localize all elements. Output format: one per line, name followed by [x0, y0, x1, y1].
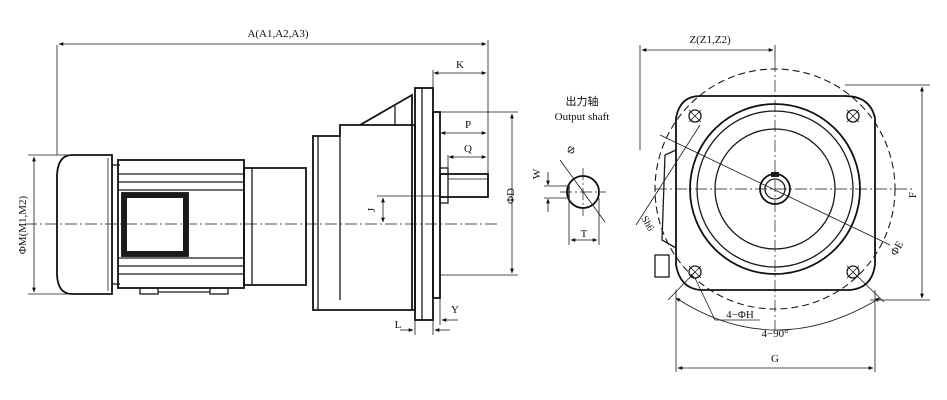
motor-body [117, 159, 245, 295]
dim-L-Y: L Y [395, 298, 459, 335]
label-E: ΦE [889, 239, 907, 258]
fan-cover [56, 154, 120, 295]
label-Z: Z(Z1,Z2) [689, 34, 731, 46]
label-Y: Y [451, 304, 459, 316]
label-shaft-phi: Φ [563, 144, 577, 157]
label-T: T [581, 228, 588, 240]
label-D: ΦD [505, 188, 517, 204]
flange [414, 87, 441, 321]
label-G: G [771, 353, 779, 365]
label-P: P [465, 119, 471, 131]
bolt-holes [688, 109, 860, 279]
dim-Q: Q [447, 143, 487, 168]
front-view: ΦE Sh6 Z(Z1,Z2) F 4−ΦH 4−90° [635, 34, 930, 372]
label-M: ΦM(M1,M2) [17, 195, 29, 254]
dim-Z: Z(Z1,Z2) [639, 34, 776, 150]
gearbox-housing [312, 93, 416, 311]
output-shaft-en: Output shaft [555, 111, 610, 123]
coupling-housing [243, 167, 307, 286]
label-L: L [395, 319, 402, 331]
dim-G: G [675, 290, 876, 372]
dim-F: F [845, 84, 930, 301]
label-H: 4−ΦH [726, 309, 754, 321]
label-F: F [907, 192, 919, 198]
label-J: J [366, 207, 378, 212]
dim-J: J [366, 195, 440, 223]
label-Q: Q [464, 143, 472, 155]
square-flange [675, 95, 876, 291]
bolt-circle [654, 68, 896, 310]
dim-D: ΦD [440, 111, 518, 276]
label-K: K [456, 59, 464, 71]
output-shaft-cn: 出力轴 [566, 94, 599, 108]
dim-A: A(A1,A2,A3) [56, 28, 489, 174]
label-A: A(A1,A2,A3) [247, 28, 308, 40]
dim-M: ΦM(M1,M2) [17, 154, 72, 295]
output-shaft-side [439, 167, 489, 204]
label-deg: 4−90° [761, 328, 788, 340]
label-W: W [531, 168, 543, 179]
dim-K: K [432, 59, 487, 88]
output-shaft-section: 出力轴 Output shaft Φ W T [531, 94, 609, 245]
side-view: A(A1,A2,A3) K P Q ΦD [17, 28, 518, 335]
dim-P: P [439, 119, 487, 168]
